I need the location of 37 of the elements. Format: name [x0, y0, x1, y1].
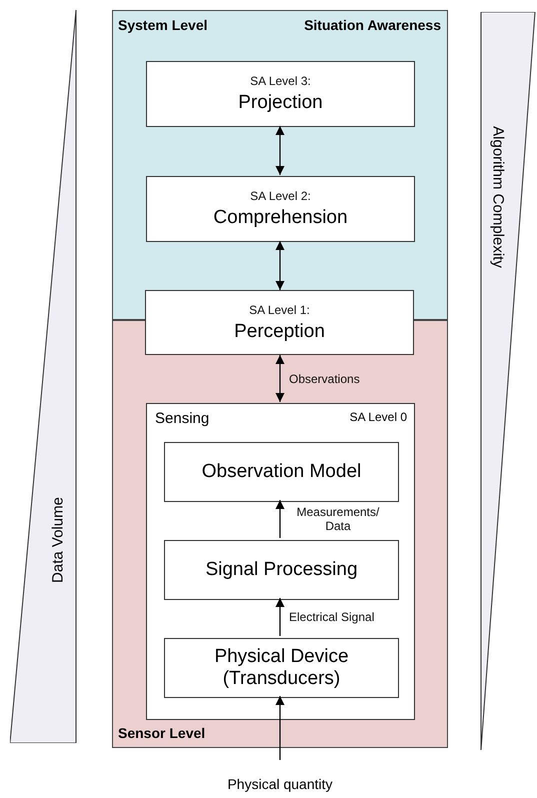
level-label: SA Level 3: [250, 74, 311, 88]
level-band [112, 10, 448, 320]
arrow [276, 598, 284, 636]
band-heading: Situation Awareness [304, 17, 441, 33]
level-label: SA Level 2: [250, 189, 311, 204]
double-arrow [276, 126, 284, 175]
axis-label: Algorithm Complexity [490, 126, 506, 268]
process-box [146, 61, 415, 127]
level-label: SA Level 1: [249, 302, 310, 317]
box-title: Observation Model [202, 461, 362, 483]
edge-label: Observations [289, 372, 361, 386]
input-label: Physical quantity [227, 776, 333, 792]
wedge-shape [10, 10, 77, 743]
box-title: Physical Device (Transducers) [213, 646, 350, 690]
process-box [164, 442, 399, 502]
level-label: SA Level 0 [350, 410, 407, 424]
double-arrow [276, 355, 284, 402]
band-heading: System Level [118, 17, 208, 33]
double-arrow [276, 241, 284, 290]
level-band [112, 320, 448, 748]
arrow [276, 500, 284, 538]
box-title: Projection [238, 92, 323, 114]
band-heading: Sensor Level [118, 725, 206, 741]
group-box [146, 403, 415, 720]
group-title: Sensing [155, 410, 210, 427]
process-box [164, 540, 399, 600]
axis-label: Data Volume [50, 497, 66, 583]
box-title: Comprehension [213, 207, 348, 229]
process-box [145, 290, 414, 355]
edge-label: Electrical Signal [289, 610, 376, 624]
arrow [276, 696, 284, 760]
process-box [146, 176, 415, 242]
box-title: Signal Processing [205, 559, 358, 581]
box-title: Perception [234, 320, 325, 342]
edge-label: Measurements/ Data [296, 505, 380, 533]
process-box [164, 638, 399, 698]
wedge-shape [480, 12, 536, 750]
